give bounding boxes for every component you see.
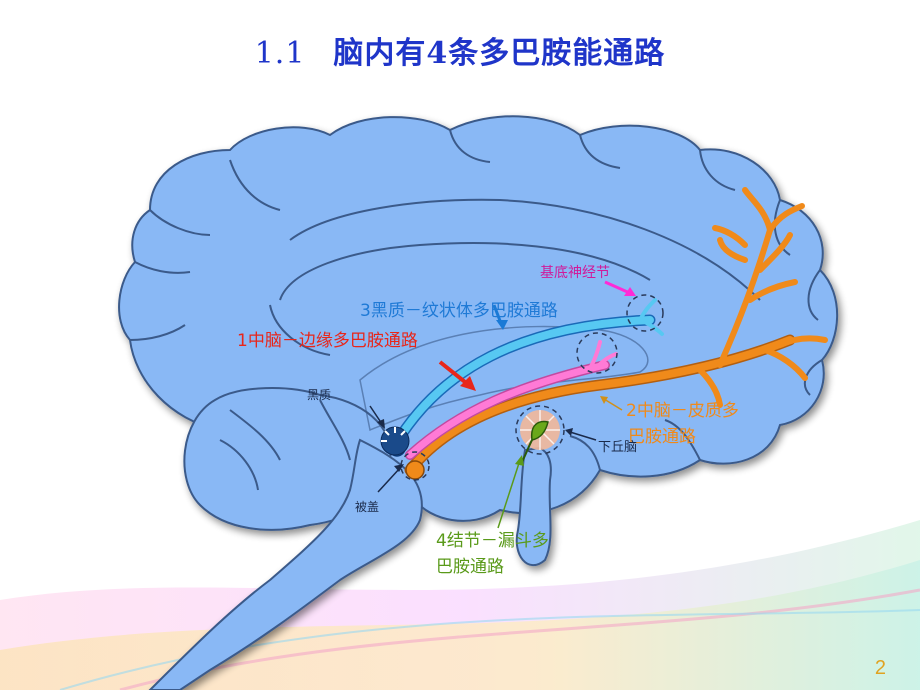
brainstem	[148, 438, 423, 690]
label-pathway-2-line1: 2中脑－皮质多	[626, 401, 739, 421]
label-tegmentum: 被盖	[355, 500, 380, 514]
pituitary-stalk	[515, 446, 552, 567]
hypothalamus-arrow	[569, 431, 597, 441]
page-number: 2	[874, 657, 886, 679]
title-text: 脑内有4条多巴胺能通路	[333, 36, 666, 71]
hypothalamus-symbol	[520, 410, 560, 463]
brain-illustration	[118, 115, 839, 690]
label-hypothalamus: 下丘脑	[598, 440, 638, 455]
tegmentum-arrow	[377, 467, 401, 493]
pathway4-arrow	[497, 459, 521, 529]
basal-ganglia-marker	[626, 294, 664, 332]
pathway-2-mesocortical	[404, 187, 828, 480]
substantia-nigra-symbol	[380, 426, 410, 456]
ventricle	[359, 325, 649, 432]
pathway-1-mesolimbic	[405, 340, 618, 460]
label-pathway-4-line2: 巴胺通路	[436, 557, 504, 577]
pathway2-arrow	[603, 398, 623, 411]
page-title: 1.1 脑内有4条多巴胺能通路	[0, 28, 920, 72]
label-pathway-2-line2: 巴胺通路	[628, 427, 696, 447]
hypothalamus-marker	[515, 405, 565, 455]
label-pathway-3: 3黑质－纹状体多巴胺通路	[360, 301, 558, 321]
label-basal-ganglia: 基底神经节	[540, 265, 610, 281]
tegmentum-marker	[400, 451, 430, 481]
label-pathway-1: 1中脑－边缘多巴胺通路	[237, 331, 418, 351]
annotation-arrows	[369, 280, 636, 529]
target-markers	[400, 294, 664, 481]
title-number: 1.1	[254, 36, 306, 71]
label-substantia-nigra: 黑质	[307, 388, 332, 402]
limbic-marker	[576, 332, 618, 374]
label-pathway-4-line1: 4结节－漏斗多	[436, 531, 549, 551]
